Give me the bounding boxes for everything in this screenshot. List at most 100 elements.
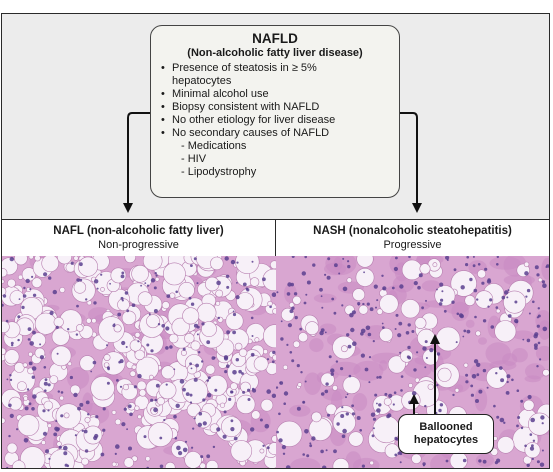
fat-vacuole <box>111 409 117 415</box>
cell-nucleus <box>121 422 126 427</box>
cell-nucleus <box>189 401 193 404</box>
cell-nucleus <box>291 256 295 258</box>
cell-nucleus <box>357 303 360 306</box>
cell-nucleus <box>100 452 105 457</box>
cell-nucleus <box>360 328 366 334</box>
fat-vacuole <box>134 405 140 411</box>
cell-nucleus <box>246 288 250 292</box>
cell-nucleus <box>382 286 387 291</box>
cell-nucleus <box>474 315 477 319</box>
cell-nucleus <box>115 444 120 449</box>
cell-nucleus <box>527 394 532 400</box>
nafld-title: NAFLD <box>252 31 298 46</box>
fat-vacuole <box>352 288 366 302</box>
cell-nucleus <box>192 427 195 430</box>
cell-nucleus <box>79 402 84 407</box>
cell-nucleus <box>157 323 161 326</box>
cell-nucleus <box>93 301 97 305</box>
fat-vacuole <box>73 256 79 261</box>
cell-nucleus <box>376 299 379 302</box>
cell-nucleus <box>530 417 535 423</box>
fat-vacuole <box>221 416 242 438</box>
cell-nucleus <box>70 261 74 265</box>
cell-nucleus <box>5 319 9 323</box>
cell-nucleus <box>43 366 47 369</box>
fat-vacuole <box>272 354 276 361</box>
cell-nucleus <box>193 323 198 328</box>
cell-nucleus <box>347 260 350 263</box>
cell-nucleus <box>363 271 365 274</box>
cell-nucleus <box>202 421 207 426</box>
bullet-icon: • <box>161 62 165 74</box>
cell-nucleus <box>25 278 30 284</box>
cell-nucleus <box>6 466 9 468</box>
cell-nucleus <box>320 392 325 396</box>
cell-nucleus <box>418 273 423 278</box>
cell-nucleus <box>174 436 178 440</box>
cell-nucleus <box>321 306 324 309</box>
cell-nucleus <box>272 350 276 355</box>
cell-nucleus <box>462 335 465 338</box>
cell-nucleus <box>55 325 59 329</box>
cell-nucleus <box>185 392 190 396</box>
criterion-secondary: •No secondary causes of NAFLD <box>161 127 330 139</box>
cell-nucleus <box>17 338 20 342</box>
cell-nucleus <box>6 378 9 381</box>
cell-nucleus <box>67 328 70 331</box>
cell-nucleus <box>524 271 529 276</box>
cell-nucleus <box>291 306 295 310</box>
cell-nucleus <box>303 301 307 305</box>
cell-nucleus <box>60 414 64 418</box>
cell-nucleus <box>516 389 520 392</box>
cell-nucleus <box>398 321 403 326</box>
cell-nucleus <box>154 272 157 275</box>
fat-vacuole <box>34 312 57 335</box>
cell-nucleus <box>144 282 147 284</box>
fat-vacuole <box>298 332 309 343</box>
fat-vacuole <box>210 256 224 271</box>
cell-nucleus <box>150 398 154 402</box>
cell-nucleus <box>32 394 37 399</box>
cell-nucleus <box>349 312 354 318</box>
cell-nucleus <box>340 414 345 418</box>
cell-nucleus <box>366 302 370 306</box>
cell-nucleus <box>85 400 90 405</box>
cell-nucleus <box>224 256 229 261</box>
cell-nucleus <box>382 326 385 329</box>
cell-nucleus <box>178 451 183 456</box>
cell-nucleus <box>425 357 428 359</box>
fat-vacuole <box>230 440 253 462</box>
fat-vacuole <box>259 448 265 454</box>
cell-nucleus <box>66 464 70 468</box>
fat-vacuole <box>263 324 276 349</box>
tissue-patch <box>303 372 322 395</box>
cell-nucleus <box>283 402 286 405</box>
fat-vacuole <box>419 263 431 275</box>
cell-nucleus <box>74 434 77 437</box>
fat-vacuole <box>28 256 34 260</box>
cell-nucleus <box>49 310 54 316</box>
fat-vacuole <box>73 281 87 294</box>
cell-nucleus <box>300 371 303 374</box>
tissue-patch <box>512 330 534 340</box>
cell-nucleus <box>407 323 411 327</box>
cell-nucleus <box>476 373 480 377</box>
cell-nucleus <box>56 352 59 355</box>
cell-nucleus <box>58 445 62 449</box>
cell-nucleus <box>341 304 344 307</box>
fat-vacuole <box>51 327 70 346</box>
cell-nucleus <box>31 375 35 379</box>
cell-nucleus <box>153 286 157 290</box>
fat-vacuole <box>7 278 16 288</box>
tissue-patch <box>313 293 337 303</box>
cell-nucleus <box>436 352 441 356</box>
cell-nucleus <box>224 370 228 374</box>
cell-nucleus <box>79 278 83 282</box>
cell-nucleus <box>52 289 57 295</box>
fat-vacuole <box>276 420 303 447</box>
cell-nucleus <box>507 289 510 292</box>
fat-vacuole <box>103 362 110 368</box>
cell-nucleus <box>319 330 324 336</box>
tissue-patch <box>289 404 311 417</box>
cell-nucleus <box>347 264 351 269</box>
